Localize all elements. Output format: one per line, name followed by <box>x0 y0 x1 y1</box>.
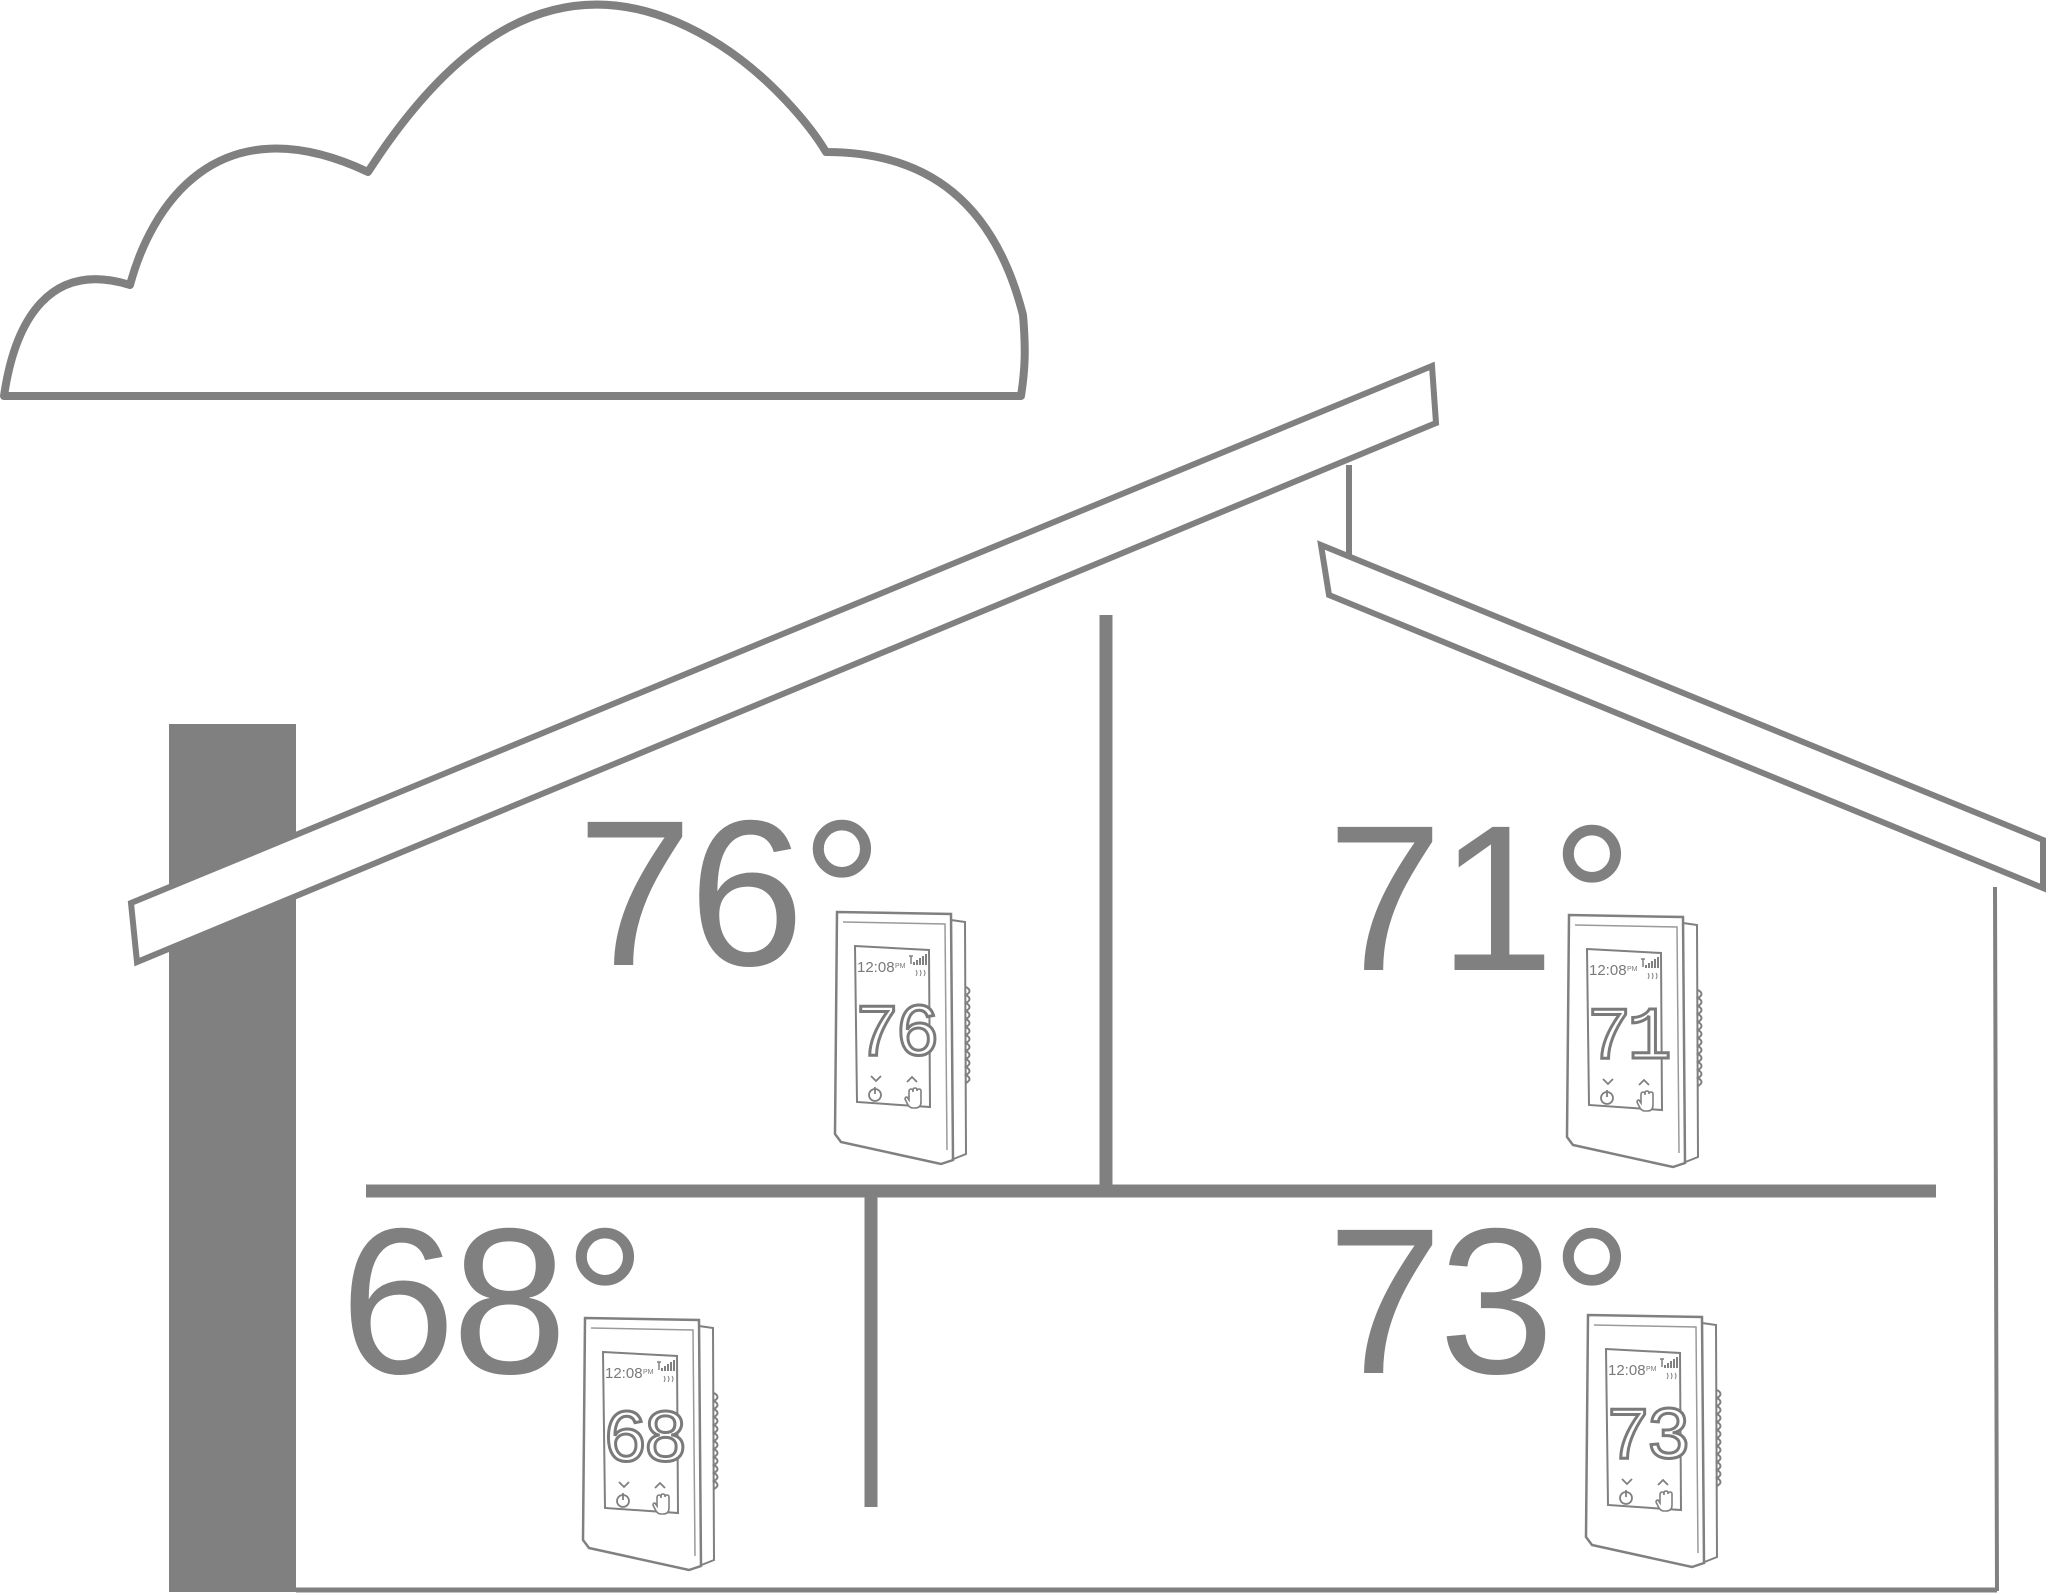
thermostat-display: 76 <box>855 994 936 1078</box>
temp-label-upstairs-left: 76° <box>577 778 880 1010</box>
thermostat-ampm: PM <box>1646 1366 1657 1373</box>
right-wall <box>1993 886 1999 1592</box>
cloud-icon <box>0 0 1029 400</box>
thermostat-time: 12:08 <box>605 1365 643 1382</box>
thermostat-display: 71 <box>1587 997 1668 1081</box>
thermostat-downstairs-left: 12:08 PM 68 <box>581 1316 719 1572</box>
roof-left <box>127 361 1440 967</box>
thermostat-ampm: PM <box>643 1369 654 1376</box>
thermostat-upstairs-left: 12:08 PM 76 <box>833 910 971 1166</box>
roof-right <box>1317 540 2046 893</box>
thermostat-time: 12:08 <box>1608 1362 1646 1379</box>
thermostat-ampm: PM <box>1627 966 1638 973</box>
thermostat-display: 73 <box>1606 1397 1687 1481</box>
thermostat-time: 12:08 <box>857 959 895 976</box>
thermostat-downstairs-right: 12:08 PM 73 <box>1584 1313 1722 1569</box>
thermostat-ampm: PM <box>895 963 906 970</box>
thermostat-upstairs-right: 12:08 PM 71 <box>1565 913 1703 1169</box>
temp-label-downstairs-right: 73° <box>1327 1186 1630 1418</box>
thermostat-display: 68 <box>603 1400 684 1484</box>
thermostat-time: 12:08 <box>1589 962 1627 979</box>
